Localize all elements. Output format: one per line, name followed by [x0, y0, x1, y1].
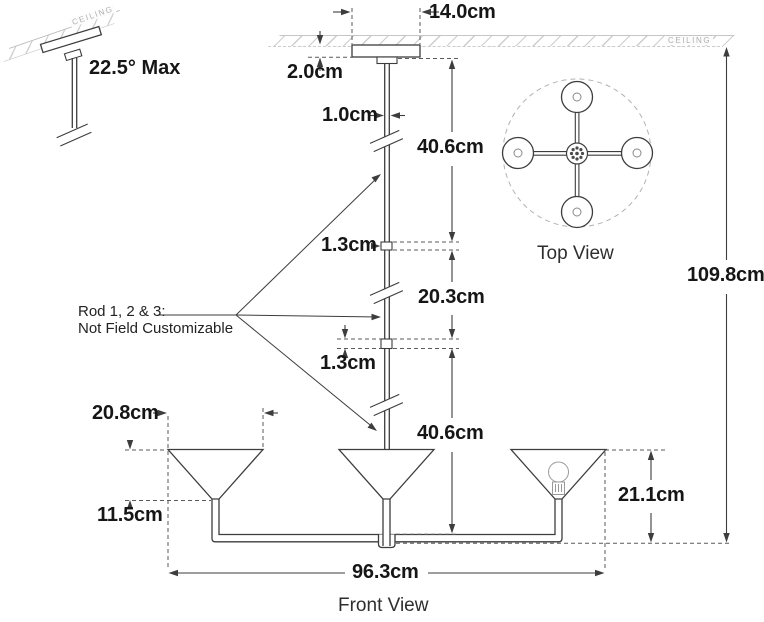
dim-rod-diameter: 1.0cm — [322, 104, 378, 126]
sloped-rod-break-icon — [56, 123, 92, 147]
rod-break-icon — [369, 393, 404, 417]
sloped-rod — [71, 58, 78, 128]
top-view-hub — [565, 142, 589, 165]
bulb-icon — [548, 461, 569, 495]
top-view-shade — [501, 136, 535, 170]
dim-rod2-length: 20.3cm — [418, 286, 485, 308]
dim-rod1-length: 40.6cm — [417, 136, 484, 158]
shade-center — [337, 448, 436, 500]
dim-shade-height: 11.5cm — [97, 504, 163, 526]
dimension-arrows — [126, 8, 730, 577]
shade-left — [166, 448, 265, 500]
sloped-canopy — [39, 25, 103, 62]
top-view-socket — [632, 148, 642, 158]
dim-canopy-width: 14.0cm — [429, 1, 496, 23]
center-connector — [377, 534, 396, 549]
dim-overall-width: 96.3cm — [352, 561, 419, 583]
rod-note-line2: Not Field Customizable — [78, 320, 234, 337]
dim-coupler2-height: 1.3cm — [320, 352, 376, 374]
top-view-diagram — [501, 78, 654, 229]
top-view-shade — [620, 136, 654, 170]
rod-note-leaders — [158, 175, 380, 430]
dim-overall-height: 109.8cm — [687, 264, 764, 286]
top-view-label: Top View — [537, 243, 614, 264]
top-view-socket — [513, 148, 523, 158]
ceiling-label: CEILING — [666, 35, 714, 45]
tilt-max-label: 22.5° Max — [89, 57, 181, 79]
dim-canopy-height: 2.0cm — [287, 61, 343, 83]
dim-rod3-length: 40.6cm — [417, 422, 484, 444]
top-view-shade — [560, 80, 594, 114]
ceiling-band — [268, 35, 735, 47]
rod-note-line1: Rod 1, 2 & 3: — [78, 303, 166, 320]
extension-lines — [125, 8, 731, 568]
canopy-collar — [376, 56, 398, 65]
rod-break-icon — [369, 281, 404, 305]
rod-coupler-2 — [380, 338, 393, 350]
dimension-lines — [153, 11, 728, 574]
rod-coupler-1 — [380, 241, 393, 251]
dim-coupler1-height: 1.3cm — [321, 234, 377, 256]
front-view-label: Front View — [338, 595, 429, 616]
dim-shade-width: 20.8cm — [92, 402, 159, 424]
canopy — [351, 44, 421, 58]
top-view-socket — [572, 92, 582, 102]
downrod — [384, 63, 390, 449]
center-stem — [382, 499, 391, 546]
top-view-socket — [572, 207, 582, 217]
rod-break-icon — [369, 129, 404, 153]
dim-fixture-height: 21.1cm — [618, 484, 685, 506]
top-view-shade — [560, 195, 594, 229]
